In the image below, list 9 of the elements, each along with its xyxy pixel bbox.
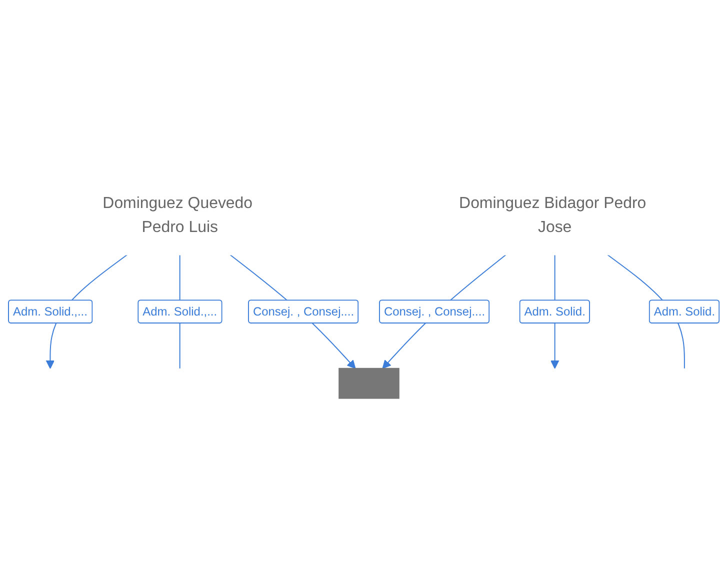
edge-label: Consej. , Consej.... — [384, 304, 486, 318]
node-text: Dominguez Bidagor Pedro Jose — [459, 194, 646, 236]
edge-label: Adm. Solid. — [524, 304, 586, 318]
edge-label: Adm. Solid.,... — [142, 304, 218, 318]
edge-label: Consej. , Consej.... — [252, 304, 354, 318]
edge-label: Adm. Solid.,... — [12, 304, 88, 318]
node-box — [338, 368, 400, 399]
node-text: Dominguez Quevedo Pedro Luis — [102, 194, 253, 236]
edge-label: Adm. Solid. — [654, 304, 716, 318]
